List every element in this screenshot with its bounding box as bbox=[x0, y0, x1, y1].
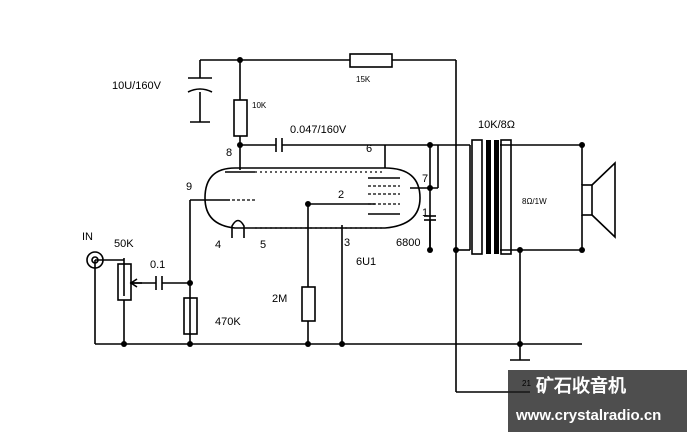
potentiometer-50k bbox=[117, 263, 142, 301]
resistor-15k bbox=[349, 53, 393, 68]
label-transformer: 10K/8Ω bbox=[478, 119, 515, 131]
pin-2: 2 bbox=[338, 189, 344, 201]
wires bbox=[94, 59, 583, 393]
watermark-url: www.crystalradio.cn bbox=[515, 407, 661, 424]
junction-dots bbox=[121, 57, 585, 347]
pin-1: 1 bbox=[422, 207, 428, 219]
label-res-470k: 470K bbox=[215, 316, 241, 328]
pin-7: 7 bbox=[422, 173, 428, 185]
pin-5: 5 bbox=[260, 239, 266, 251]
watermark-brand: 矿石收音机 bbox=[536, 375, 626, 397]
resistor-10k bbox=[233, 99, 248, 137]
watermark: 21 矿石收音机 www.crystalradio.cn bbox=[508, 370, 687, 432]
label-cap-01: 0.1 bbox=[150, 259, 165, 271]
input-jack-icon bbox=[86, 251, 104, 269]
resistor-470k bbox=[183, 297, 198, 335]
pin-9: 9 bbox=[186, 181, 192, 193]
label-tube2: 6800 bbox=[396, 237, 420, 249]
label-tube: 6U1 bbox=[356, 256, 376, 268]
label-cap-10u: 10U/160V bbox=[112, 80, 162, 92]
partial-label: 21 bbox=[522, 379, 531, 388]
pin-6: 6 bbox=[366, 143, 372, 155]
resistor-2m bbox=[301, 286, 316, 322]
label-res-15k: 15K bbox=[356, 75, 371, 84]
label-res-2m: 2M bbox=[272, 293, 287, 305]
label-pot-50k: 50K bbox=[114, 238, 134, 250]
tube-6u1 bbox=[204, 167, 421, 238]
label-speaker: 8Ω/1W bbox=[522, 197, 547, 206]
capacitor-0047 bbox=[275, 138, 283, 152]
pin-3: 3 bbox=[344, 237, 350, 249]
capacitor-6800 bbox=[424, 215, 436, 221]
label-cap-0047: 0.047/160V bbox=[290, 124, 347, 136]
label-input: IN bbox=[82, 231, 93, 243]
speaker-icon bbox=[581, 161, 616, 239]
capacitor-10u bbox=[187, 77, 213, 93]
pin-4: 4 bbox=[215, 239, 221, 251]
capacitor-01 bbox=[155, 276, 163, 290]
label-res-10k: 10K bbox=[252, 101, 267, 110]
pin-8: 8 bbox=[226, 147, 232, 159]
output-transformer bbox=[471, 139, 512, 255]
